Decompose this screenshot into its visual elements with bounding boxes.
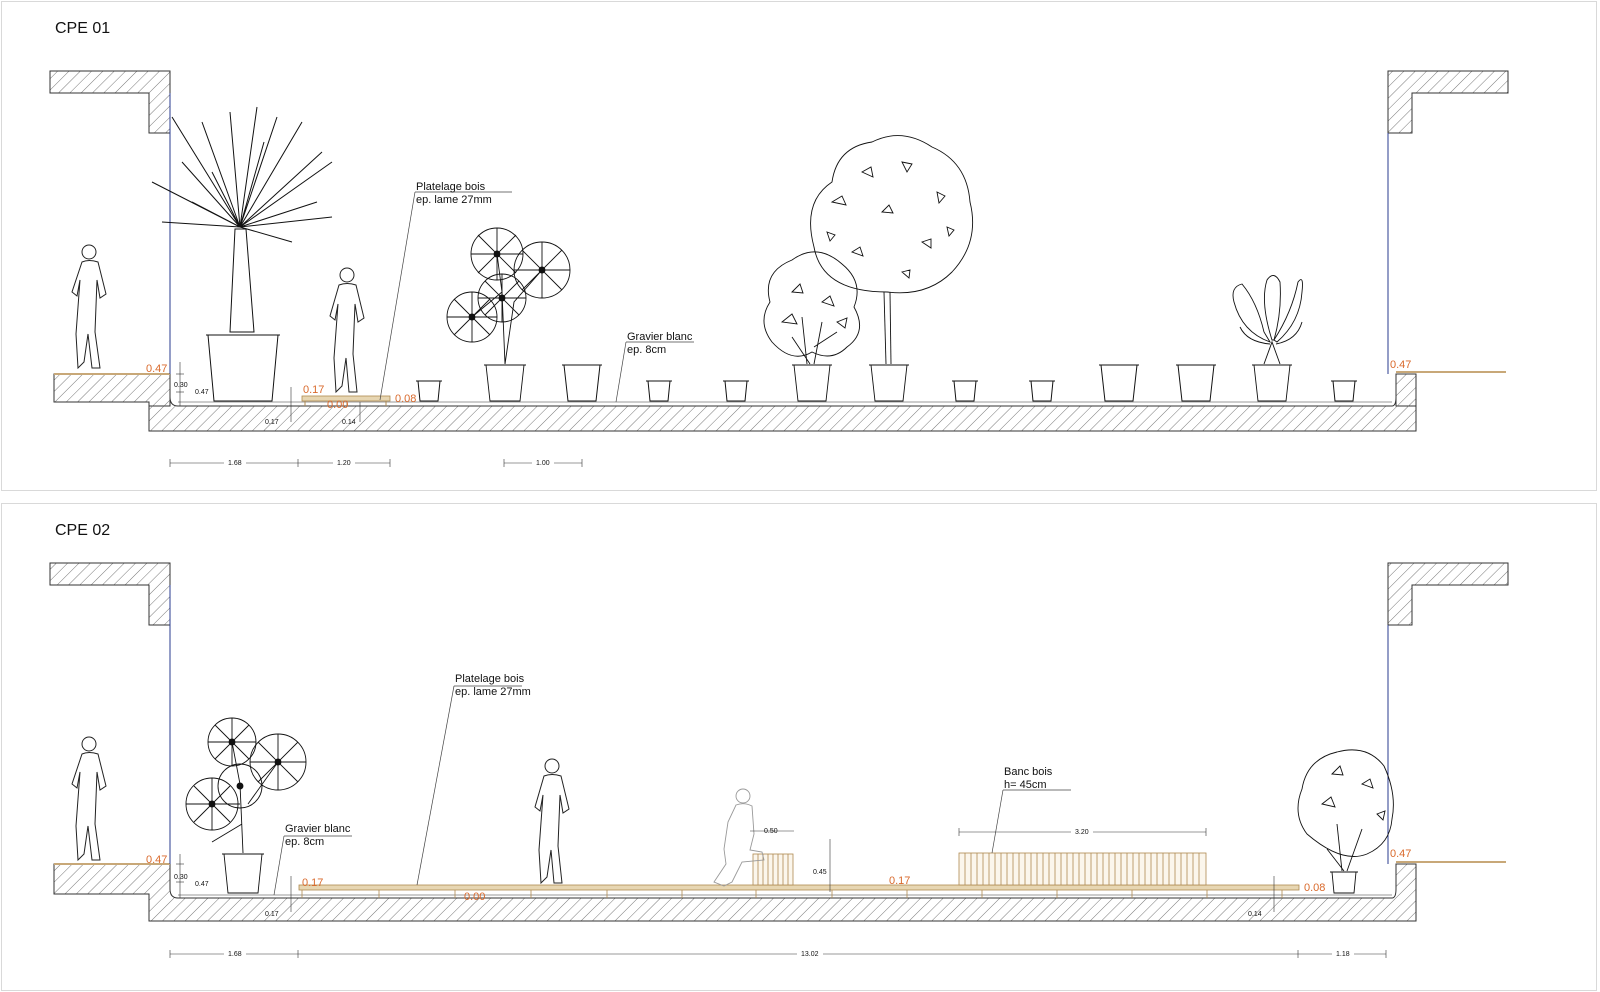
label-gravel-thickness: ep. 8cm <box>627 344 666 356</box>
dim-017: 0.17 <box>265 911 279 918</box>
horizontal-dimensions <box>169 950 1387 958</box>
label-bench: Banc bois <box>1004 766 1053 778</box>
level-edge: 0.08 <box>1304 882 1325 894</box>
person-figure <box>534 758 570 885</box>
label-gravel: Gravier blanc <box>285 823 351 835</box>
right-wall <box>1387 70 1509 374</box>
label-gravel: Gravier blanc <box>627 331 693 343</box>
section-cpe-01: CPE 01 <box>1 1 1597 491</box>
long-bench <box>958 852 1207 886</box>
seated-person-figure <box>713 788 765 887</box>
section-drawing-cpe-01: Platelage bois ep. lame 27mm Gravier bla… <box>49 70 1509 468</box>
tree-planter <box>810 135 974 402</box>
fan-palm-planter <box>446 227 571 402</box>
level-deck-top: 0.17 <box>302 877 323 889</box>
small-bench <box>752 853 794 886</box>
vertical-dimensions <box>176 362 361 422</box>
person-figure <box>329 267 365 394</box>
level-edge: 0.08 <box>395 393 416 405</box>
level-deck-floor: 0.00 <box>327 399 348 411</box>
shrub-planter <box>763 251 861 402</box>
left-wall <box>49 70 1417 432</box>
dim-width-168: 1.68 <box>228 460 242 467</box>
dim-width-120: 1.20 <box>337 460 351 467</box>
section-cpe-02: CPE 02 <box>1 503 1597 991</box>
dim-014: 0.14 <box>342 419 356 426</box>
wood-deck <box>298 884 1300 898</box>
banana-plant-planter <box>1232 275 1303 402</box>
shrub-planter <box>1297 749 1394 894</box>
right-wall <box>1387 562 1509 864</box>
fan-palm-planter <box>185 717 307 894</box>
dim-030: 0.30 <box>174 382 188 389</box>
label-deck: Platelage bois <box>455 673 525 685</box>
left-wall <box>49 562 1417 922</box>
annotation-gravel: Gravier blanc ep. 8cm <box>615 331 694 403</box>
dim-width-320: 3.20 <box>1075 829 1089 836</box>
annotation-deck: Platelage bois ep. lame 27mm <box>379 181 512 401</box>
annotation-deck: Platelage bois ep. lame 27mm <box>416 673 531 886</box>
section-title: CPE 02 <box>55 522 111 539</box>
annotation-gravel: Gravier blanc ep. 8cm <box>273 823 352 896</box>
person-figure <box>71 244 107 370</box>
dim-045: 0.45 <box>813 869 827 876</box>
level-deck-top: 0.17 <box>303 384 324 396</box>
dim-width-168: 1.68 <box>228 951 242 958</box>
dim-030: 0.30 <box>174 874 188 881</box>
section-drawing-cpe-02: Platelage bois ep. lame 27mm Gravier bla… <box>49 562 1509 959</box>
level-deck-mid: 0.17 <box>889 875 910 887</box>
wood-deck <box>301 395 391 406</box>
level-left: 0.47 <box>146 363 167 375</box>
level-right: 0.47 <box>1390 848 1411 860</box>
dim-047: 0.47 <box>195 389 209 396</box>
planter-pot <box>416 364 1357 402</box>
label-deck: Platelage bois <box>416 181 486 193</box>
label-bench-height: h= 45cm <box>1004 779 1047 791</box>
dim-014: 0.14 <box>1248 911 1262 918</box>
vertical-dimensions <box>176 830 1275 912</box>
palm-tree-planter <box>151 106 333 402</box>
level-right: 0.47 <box>1390 359 1411 371</box>
level-deck-floor: 0.00 <box>464 891 485 903</box>
dim-width-118: 1.18 <box>1336 951 1350 958</box>
label-deck-thickness: ep. lame 27mm <box>416 194 492 206</box>
label-gravel-thickness: ep. 8cm <box>285 836 324 848</box>
dim-050: 0.50 <box>764 828 778 835</box>
label-deck-thickness: ep. lame 27mm <box>455 686 531 698</box>
person-figure <box>71 736 107 862</box>
level-left: 0.47 <box>146 854 167 866</box>
section-title: CPE 01 <box>55 20 111 37</box>
dim-047: 0.47 <box>195 881 209 888</box>
dim-width-100: 1.00 <box>536 460 550 467</box>
dim-017: 0.17 <box>265 419 279 426</box>
dim-width-1302: 13.02 <box>801 951 819 958</box>
annotation-bench: Banc bois h= 45cm <box>991 766 1071 854</box>
